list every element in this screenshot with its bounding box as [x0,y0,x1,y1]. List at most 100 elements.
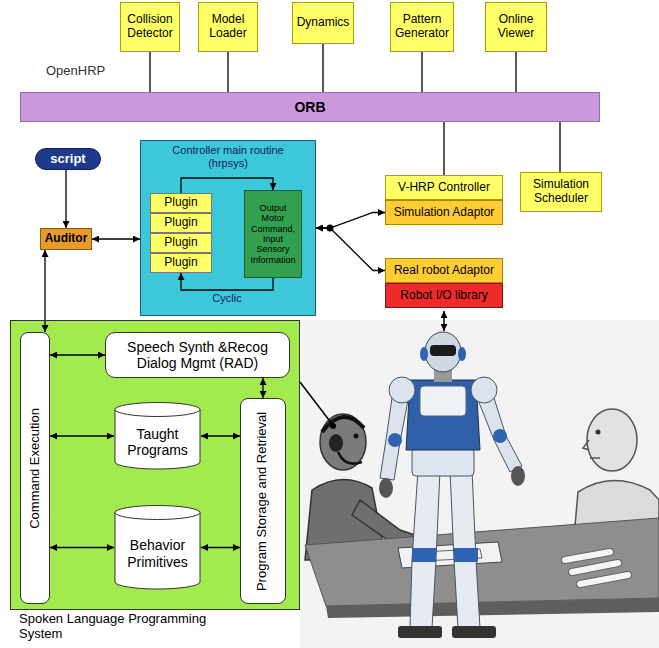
connector [316,228,385,271]
connector [322,44,323,92]
box-label: ORB [294,99,325,115]
connector [149,52,150,92]
edge-label: Cyclic [212,292,241,305]
io-box: Output Motor Command, Input Sensory Info… [244,190,302,278]
robot-hand [511,466,525,486]
database-cylinder: Taught Programs [114,402,201,470]
cylinder-body [115,409,200,469]
connector [421,52,422,92]
wire-dot [330,423,336,429]
box-label: Collision Detector [124,13,176,41]
connector [201,435,240,436]
controller-box: Controller main routine (hrpsys)PluginPl… [140,140,316,316]
robot-hand [379,478,393,498]
headset-wire [300,382,332,424]
headset-mic [338,452,362,464]
connector [50,547,114,548]
person-nose [583,440,589,450]
rod-part [572,563,618,572]
plugin-box: Plugin [150,213,212,233]
box-label: Dynamics [297,16,350,30]
robot-foot [398,626,442,638]
box-heading: Spoken Language Programming System [19,612,234,642]
module-box: Speech Synth &Recog Dialog Mgmt (RAD) [105,332,290,378]
database-cylinder: Behavior Primitives [114,505,201,590]
rod-shadow [572,563,618,572]
box-label: Command Execution [28,408,43,529]
rod-part [565,552,610,560]
system-panel: Spoken Language Programming SystemComman… [10,320,300,610]
connector [559,122,560,172]
table-edge [326,598,659,618]
connector [65,170,66,228]
robot-knee [412,548,436,562]
robot-elbow [388,433,402,447]
scheduler-box: Simulation Scheduler [520,172,602,212]
connector [443,122,444,175]
module-box: Online Viewer [485,2,547,52]
robot-arm [380,398,408,480]
box-label: Plugin [164,196,197,210]
connector [227,52,228,92]
auditor-box: Auditor [40,228,92,250]
controller-box: V-HRP Controller [385,175,503,200]
box-label: V-HRP Controller [398,181,490,195]
robot-leg [450,470,480,628]
robot-io-arrow [443,311,445,331]
robot-shoulder [389,377,415,403]
module-box: Pattern Generator [390,2,454,52]
person-mouth [590,457,600,459]
cylinder-top [115,506,200,520]
robot-torso [406,380,480,450]
robot-waist [412,448,474,476]
box-label: Robot I/O library [400,289,487,303]
robot-elbow [493,429,507,443]
operator-head [320,414,366,470]
box-label: script [50,152,85,167]
photo-backdrop [300,320,659,648]
robot-visor [430,345,456,356]
robot-foot [452,626,496,638]
headset-earpiece [329,434,343,452]
module-box: Model Loader [198,2,258,52]
box-label: Simulation Scheduler [524,178,598,206]
panel-fill [10,320,300,610]
operator-eye [354,434,359,439]
box-label: Plugin [164,236,197,250]
system-label: OpenHRP [46,64,105,79]
robot-chest [420,386,466,416]
adaptor-box: Real robot Adaptor [385,258,503,283]
script-pill: script [35,148,101,170]
person-head [587,409,637,471]
cylinder-body [115,512,200,589]
robot-leg [410,470,440,628]
plugin-box: Plugin [150,193,212,213]
box-label: Pattern Generator [394,13,450,41]
box-heading: Controller main routine (hrpsys) [163,144,293,169]
module-box: Command Execution [20,332,50,604]
table-top [305,518,659,606]
module-box: Program Storage and Retrieval [240,398,286,604]
person-eye [596,430,601,435]
connector [92,238,140,239]
box-label: Speech Synth &Recog Dialog Mgmt (RAD) [109,339,286,371]
connector [50,435,114,436]
box-label: Plugin [164,216,197,230]
box-label: Taught Programs [117,426,198,458]
robot-arm [478,398,522,472]
cylinder-top [115,403,200,417]
box-label: Program Storage and Retrieval [256,411,271,590]
connector [316,213,385,229]
library-box: Robot I/O library [385,283,503,308]
module-box: Collision Detector [120,2,180,52]
box-label: Simulation Adaptor [394,206,495,220]
box-label: Auditor [45,232,88,246]
robot-ear [458,347,466,361]
robot-ear [420,347,428,361]
box-label: Online Viewer [489,13,543,41]
robot-knee [454,548,478,562]
rod-shadow [580,575,628,584]
plugin-box: Plugin [150,233,212,253]
box-label: Plugin [164,256,197,270]
